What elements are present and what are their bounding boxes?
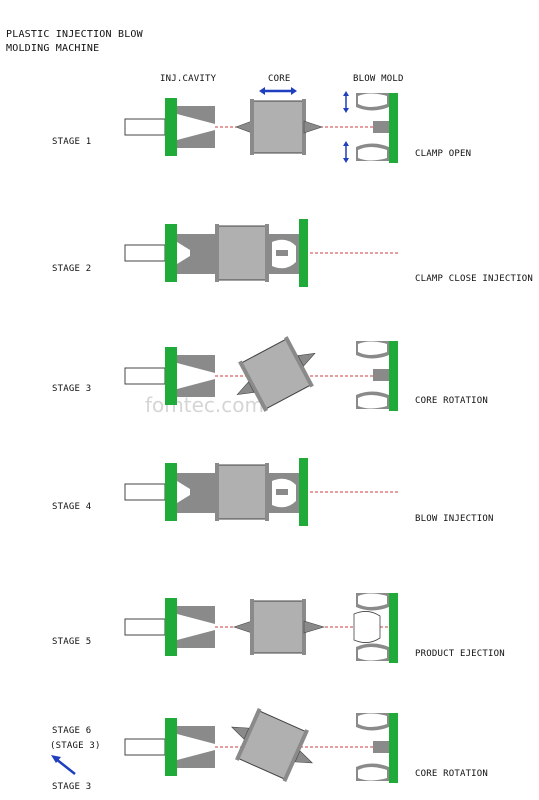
- header-inj-cavity: INJ.CAVITY: [160, 74, 217, 84]
- core-block: [251, 100, 305, 154]
- stage-4-caption: BLOW INJECTION: [415, 514, 494, 524]
- title-line-2: MOLDING MACHINE: [6, 43, 99, 54]
- blow-mold-platen: [389, 93, 398, 163]
- stage-5-label: STAGE 5: [52, 637, 91, 647]
- core-pin-left: [235, 120, 253, 134]
- injection-platen: [165, 98, 177, 156]
- stage-5-machine: [124, 593, 398, 663]
- stage-1-machine: [124, 91, 398, 163]
- stage-3-caption: CORE ROTATION: [415, 396, 488, 406]
- stage-2-caption: CLAMP CLOSE INJECTION: [415, 274, 533, 284]
- stage-2-label: STAGE 2: [52, 264, 91, 274]
- title-line-1: PLASTIC INJECTION BLOW: [6, 29, 144, 40]
- stage-6-caption: CORE ROTATION: [415, 769, 488, 779]
- core-pin-right: [303, 120, 323, 134]
- stage-3-machine: [124, 336, 398, 412]
- ejected-product: [353, 611, 381, 643]
- stage-6-label: STAGE 6: [52, 726, 91, 736]
- stage-1-caption: CLAMP OPEN: [415, 149, 471, 159]
- stage-6-machine: [124, 708, 398, 783]
- stage-3-label: STAGE 3: [52, 384, 91, 394]
- stage-5-caption: PRODUCT EJECTION: [415, 649, 505, 659]
- stage-4-machine: [124, 458, 398, 526]
- stage-6-return-label: STAGE 3: [52, 782, 91, 792]
- stage-6-sub-label: (STAGE 3): [50, 741, 101, 751]
- core-direction-arrow: [259, 87, 297, 95]
- stage-1-label: STAGE 1: [52, 137, 91, 147]
- stage-4-label: STAGE 4: [52, 502, 91, 512]
- header-core: CORE: [268, 74, 290, 84]
- stage-2-machine: [124, 219, 398, 287]
- injection-nozzle: [124, 118, 166, 136]
- header-blow-mold: BLOW MOLD: [353, 74, 404, 84]
- return-to-stage-3-arrow: [51, 755, 76, 775]
